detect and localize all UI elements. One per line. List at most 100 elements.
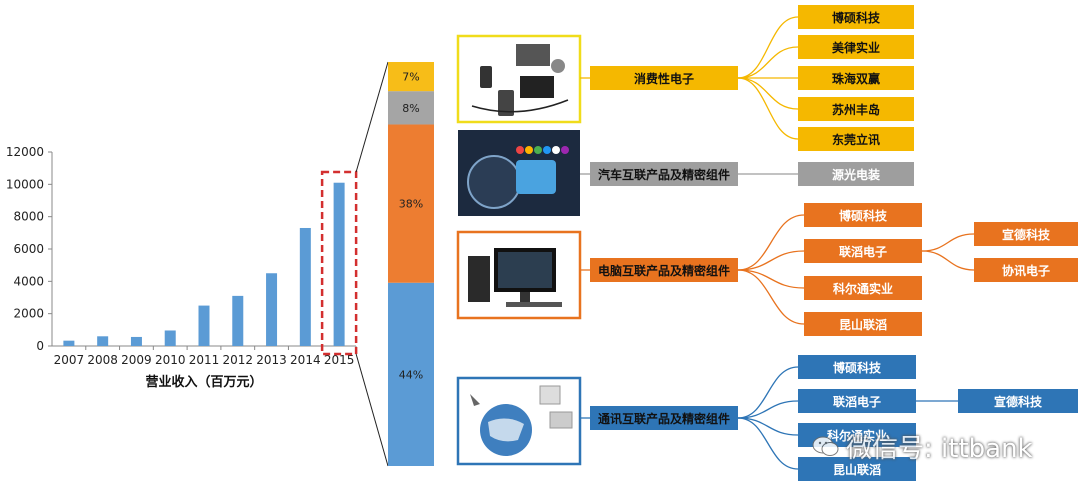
keyboard-icon bbox=[506, 302, 562, 307]
revenue-bar-2008 bbox=[97, 336, 109, 346]
screen-icon bbox=[516, 160, 556, 194]
revenue-bar-2007 bbox=[63, 340, 75, 346]
cable-icon bbox=[471, 99, 569, 113]
revenue-bar-2012 bbox=[232, 295, 244, 346]
company-auto-0-label: 源光电装 bbox=[832, 167, 880, 182]
category-auto-box bbox=[590, 162, 738, 186]
revenue-bar-2010 bbox=[164, 330, 176, 346]
wechat-icon bbox=[812, 435, 840, 459]
steering-wheel-icon bbox=[467, 155, 521, 209]
link-comm-1 bbox=[737, 400, 799, 419]
photo-comm bbox=[456, 376, 582, 466]
link-consumer-4 bbox=[737, 77, 799, 140]
segment-label-1: 38% bbox=[399, 198, 423, 211]
company-consumer-3-label: 苏州丰岛 bbox=[832, 102, 880, 117]
link-pc-2 bbox=[737, 269, 805, 289]
company-pc-1-box bbox=[804, 239, 922, 263]
y-tick-label: 2000 bbox=[13, 307, 44, 321]
x-tick-label-2015: 2015 bbox=[324, 353, 355, 367]
x-tick-label-2010: 2010 bbox=[155, 353, 186, 367]
company-tree: 消费性电子博硕科技美律实业珠海双赢苏州丰岛东莞立讯汽车互联产品及精密组件源光电装… bbox=[580, 5, 1078, 481]
company-auto-0-box bbox=[798, 162, 914, 186]
segment-label-0: 44% bbox=[399, 368, 423, 381]
company-comm-1-box bbox=[798, 389, 916, 413]
segment-3 bbox=[388, 62, 434, 92]
monitor-stand bbox=[520, 292, 530, 302]
monitor-screen bbox=[498, 252, 552, 288]
company-pc-2-label: 科尔通实业 bbox=[833, 281, 893, 296]
subcompany-pc-1-label: 协讯电子 bbox=[1002, 263, 1050, 278]
subcompany-pc-0-label: 宣德科技 bbox=[1002, 227, 1051, 242]
x-tick-label-2011: 2011 bbox=[189, 353, 220, 367]
company-comm-2-label: 科尔通实业 bbox=[827, 428, 887, 443]
link-consumer-3 bbox=[737, 77, 799, 110]
x-axis-label: 营业收入（百万元） bbox=[145, 374, 262, 390]
category-comm-box bbox=[590, 406, 738, 430]
subcompany-comm-0-label: 宣德科技 bbox=[994, 394, 1043, 409]
category-consumer-box bbox=[590, 66, 738, 90]
company-consumer-4-label: 东莞立讯 bbox=[832, 132, 880, 147]
company-comm-1-label: 联滔电子 bbox=[833, 394, 881, 409]
company-pc-3-label: 昆山联滔 bbox=[839, 317, 887, 332]
link-consumer-1 bbox=[737, 46, 799, 79]
segment-1 bbox=[388, 124, 434, 283]
company-pc-2-box bbox=[804, 276, 922, 300]
x-tick-label-2014: 2014 bbox=[290, 353, 321, 367]
photo-pc bbox=[456, 230, 582, 320]
company-comm-0-box bbox=[798, 355, 916, 379]
watermark-text: 微信号: ittbank bbox=[846, 434, 1033, 464]
x-tick-label-2007: 2007 bbox=[54, 353, 85, 367]
segment-stacked-bar: 44%38%8%7% bbox=[388, 62, 434, 466]
device-thumb bbox=[549, 411, 573, 429]
company-consumer-4-box bbox=[798, 127, 914, 151]
company-consumer-1-box bbox=[798, 35, 914, 59]
device-icon bbox=[520, 76, 554, 98]
connector-top bbox=[355, 61, 389, 173]
link-consumer-0 bbox=[737, 16, 799, 79]
link-sub-pc-0 bbox=[921, 233, 975, 252]
highlight-group bbox=[320, 61, 389, 467]
y-tick-label: 0 bbox=[36, 339, 44, 353]
company-consumer-1-label: 美律实业 bbox=[832, 40, 880, 55]
category-auto-label: 汽车互联产品及精密组件 bbox=[598, 167, 730, 182]
link-comm-3 bbox=[737, 417, 799, 470]
segment-2 bbox=[388, 91, 434, 125]
segment-label-3: 7% bbox=[402, 71, 419, 84]
globe-land bbox=[488, 418, 524, 442]
category-photos bbox=[456, 34, 582, 466]
connector-bottom bbox=[355, 353, 389, 467]
y-tick-label: 4000 bbox=[13, 274, 44, 288]
company-comm-0-label: 博硕科技 bbox=[833, 360, 882, 375]
revenue-bar-2009 bbox=[130, 336, 142, 346]
y-tick-label: 6000 bbox=[13, 242, 44, 256]
x-tick-label-2012: 2012 bbox=[223, 353, 254, 367]
photo-auto bbox=[458, 130, 580, 216]
company-consumer-2-box bbox=[798, 66, 914, 90]
revenue-bar-2011 bbox=[198, 305, 210, 346]
app-dot bbox=[516, 146, 524, 154]
device-thumb bbox=[539, 385, 561, 405]
link-comm-0 bbox=[737, 366, 799, 419]
tower-icon bbox=[468, 256, 490, 302]
satellite-icon bbox=[470, 394, 480, 406]
watermark: 微信号: ittbank bbox=[812, 428, 1033, 465]
app-dot bbox=[552, 146, 560, 154]
company-consumer-0-label: 博硕科技 bbox=[832, 10, 881, 25]
company-consumer-0-box bbox=[798, 5, 914, 29]
x-tick-label-2009: 2009 bbox=[121, 353, 152, 367]
link-pc-3 bbox=[737, 269, 805, 325]
category-consumer-label: 消费性电子 bbox=[634, 71, 694, 86]
company-pc-0-box bbox=[804, 203, 922, 227]
company-pc-1-label: 联滔电子 bbox=[839, 244, 887, 259]
link-pc-1 bbox=[737, 250, 805, 271]
photo-consumer bbox=[456, 34, 582, 124]
laptop-icon bbox=[516, 44, 550, 66]
revenue-bar-2015 bbox=[333, 182, 345, 346]
link-comm-2 bbox=[737, 417, 799, 436]
y-tick-label: 12000 bbox=[6, 145, 44, 159]
x-tick-label-2013: 2013 bbox=[256, 353, 287, 367]
app-dot bbox=[534, 146, 542, 154]
